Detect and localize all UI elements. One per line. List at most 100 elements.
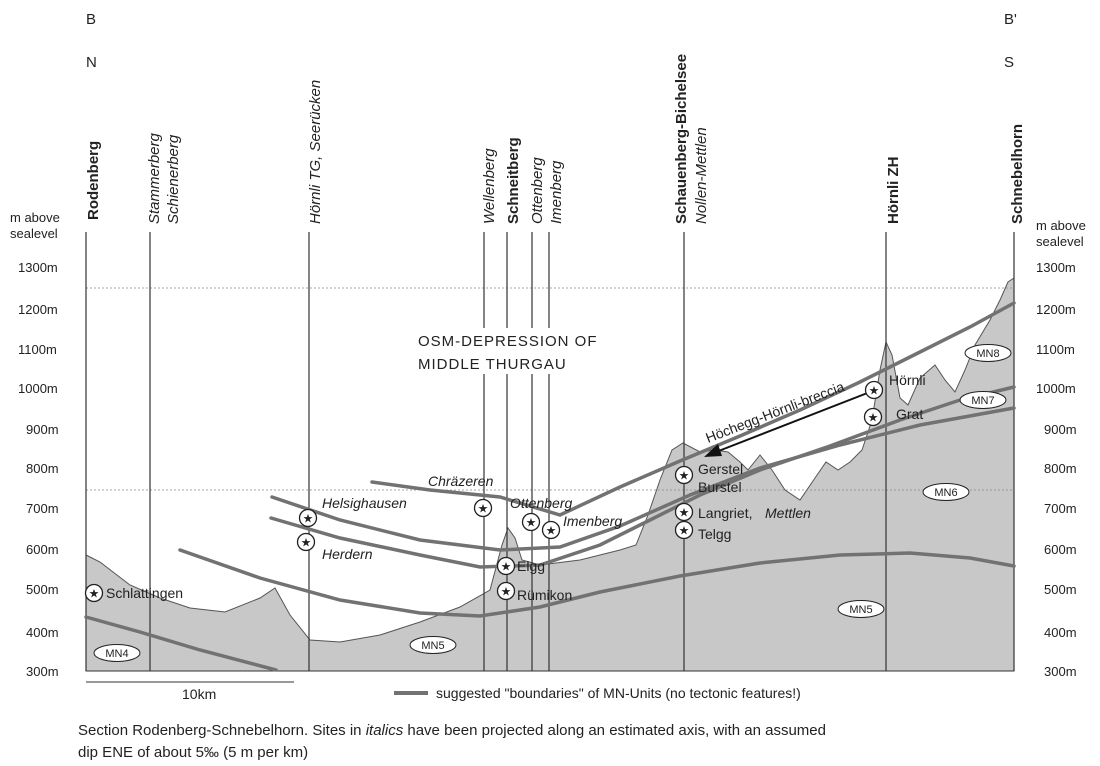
caption-italic: italics <box>365 722 404 739</box>
right-tick-500: 500m <box>1044 582 1077 597</box>
svg-text:★: ★ <box>526 516 537 530</box>
svg-text:★: ★ <box>303 512 314 526</box>
label-wellenberg: Wellenberg <box>481 148 498 224</box>
site-label-ottenberg: Ottenberg <box>510 495 572 511</box>
site-marker-helsighausen: ★ <box>298 508 318 528</box>
svg-text:MN7: MN7 <box>971 395 994 407</box>
site-marker-gerstel: ★ <box>674 465 694 485</box>
scale-label: 10km <box>182 686 216 702</box>
mn-unit-labels: MN4 MN5 MN5 MN6 MN7 MN8 <box>93 344 1012 662</box>
site-label-imenberg: Imenberg <box>563 513 622 529</box>
right-axis: m above sealevel 1300m 1200m 1100m 1000m… <box>1036 218 1086 679</box>
site-label-telgg: Telgg <box>698 526 731 542</box>
boundary-mn5-lower <box>270 406 1016 552</box>
site-marker-chraezeren: ★ <box>473 498 493 518</box>
svg-text:★: ★ <box>478 502 489 516</box>
site-label-schlattingen: Schlattingen <box>106 585 183 601</box>
svg-text:★: ★ <box>679 469 690 483</box>
left-axis: m above sealevel 1300m 1200m 1100m 1000m… <box>10 210 60 679</box>
left-tick-900: 900m <box>26 422 59 437</box>
figure-caption: Section Rodenberg-Schnebelhorn. Sites in… <box>78 720 978 764</box>
breccia-label: Höchegg-Hörnli-breccia <box>703 378 846 446</box>
site-markers: ★ ★ ★ ★ ★ ★ ★ ★ ★ ★ ★ ★ ★ <box>84 380 884 603</box>
svg-text:★: ★ <box>301 536 312 550</box>
label-schnebelhorn: Schnebelhorn <box>1009 124 1026 224</box>
label-nollen-mettlen: Nollen-Mettlen <box>693 127 710 224</box>
label-stammerberg: Stammerberg <box>146 132 163 224</box>
site-label-elgg: Elgg <box>517 558 545 574</box>
right-tick-1300: 1300m <box>1036 260 1076 275</box>
terrain-profile <box>85 277 1015 672</box>
site-label-herdern: Herdern <box>322 546 373 562</box>
right-tick-700: 700m <box>1044 501 1077 516</box>
site-labels: Schlattingen Helsighausen Herdern Chräze… <box>106 372 926 603</box>
caption-line2: dip ENE of about 5‰ (5 m per km) <box>78 744 309 761</box>
left-tick-800: 800m <box>26 461 59 476</box>
caption-part1: Section Rodenberg-Schnebelhorn. Sites in <box>78 722 366 739</box>
svg-text:★: ★ <box>501 585 512 599</box>
site-marker-elgg: ★ <box>496 556 516 576</box>
breccia-arrow-line <box>715 391 871 453</box>
vertical-lines <box>85 232 1015 671</box>
svg-text:★: ★ <box>679 524 690 538</box>
site-label-hoernli: Hörnli <box>889 372 926 388</box>
left-tick-1100: 1100m <box>18 342 57 357</box>
site-label-mettlen: Mettlen <box>765 505 811 521</box>
site-label-gerstel: Gerstel <box>698 461 743 477</box>
depression-label-line1: OSM-DEPRESSION OF <box>418 333 598 350</box>
legend-label: suggested "boundaries" of MN-Units (no t… <box>436 685 801 701</box>
label-ottenberg: Ottenberg <box>529 157 546 224</box>
right-tick-1000: 1000m <box>1036 381 1076 396</box>
label-schauenberg: Schauenberg-Bichelsee <box>673 54 690 224</box>
vertical-labels: Rodenberg Stammerberg Schienerberg Hörnl… <box>85 54 1026 224</box>
site-label-langriet: Langriet, <box>698 505 752 521</box>
svg-text:★: ★ <box>546 524 557 538</box>
right-tick-400: 400m <box>1044 625 1077 640</box>
mn-oval-mn6: MN6 <box>922 483 970 501</box>
right-tick-1100: 1100m <box>1036 342 1075 357</box>
right-tick-800: 800m <box>1044 461 1077 476</box>
label-rodenberg: Rodenberg <box>85 141 102 220</box>
mn-boundaries <box>84 301 1016 672</box>
svg-text:★: ★ <box>679 506 690 520</box>
svg-text:MN8: MN8 <box>976 348 999 360</box>
mn-oval-mn5-right: MN5 <box>837 600 885 618</box>
left-tick-300: 300m <box>26 664 59 679</box>
left-axis-title-1: m above <box>10 210 60 225</box>
site-marker-ruemikon: ★ <box>496 581 516 601</box>
site-marker-imenberg: ★ <box>541 520 561 540</box>
site-marker-ottenberg: ★ <box>521 512 541 532</box>
mn-oval-mn5-left: MN5 <box>409 636 457 654</box>
svg-text:MN6: MN6 <box>934 487 957 499</box>
label-schienerberg: Schienerberg <box>165 134 182 224</box>
label-hoernli-tg: Hörnli TG, Seerücken <box>307 80 324 224</box>
left-tick-500: 500m <box>26 582 59 597</box>
svg-text:MN5: MN5 <box>421 640 444 652</box>
site-label-chraezeren: Chräzeren <box>428 473 494 489</box>
svg-text:★: ★ <box>868 411 879 425</box>
left-tick-1000: 1000m <box>18 381 58 396</box>
site-label-ruemikon: Rümikon <box>517 587 572 603</box>
svg-text:MN5: MN5 <box>849 604 872 616</box>
left-axis-title-2: sealevel <box>10 226 58 241</box>
svg-text:★: ★ <box>89 587 100 601</box>
site-label-burstel: Burstel <box>698 479 742 495</box>
breccia-arrowhead <box>704 444 722 457</box>
boundary-mn4-mn5 <box>84 615 278 672</box>
label-hoernli-zh: Hörnli ZH <box>885 157 902 225</box>
right-tick-900: 900m <box>1044 422 1077 437</box>
corner-label-s: S <box>1004 54 1014 71</box>
site-marker-herdern: ★ <box>296 532 316 552</box>
svg-text:MN4: MN4 <box>105 648 128 660</box>
left-tick-700: 700m <box>26 501 59 516</box>
right-tick-600: 600m <box>1044 542 1077 557</box>
svg-text:★: ★ <box>869 384 880 398</box>
left-tick-400: 400m <box>26 625 59 640</box>
boundary-mn6-mn7 <box>269 385 1016 569</box>
site-marker-grat: ★ <box>863 407 883 427</box>
left-tick-600: 600m <box>26 542 59 557</box>
site-marker-telgg: ★ <box>674 520 694 540</box>
site-marker-langriet: ★ <box>674 502 694 522</box>
svg-text:★: ★ <box>501 560 512 574</box>
